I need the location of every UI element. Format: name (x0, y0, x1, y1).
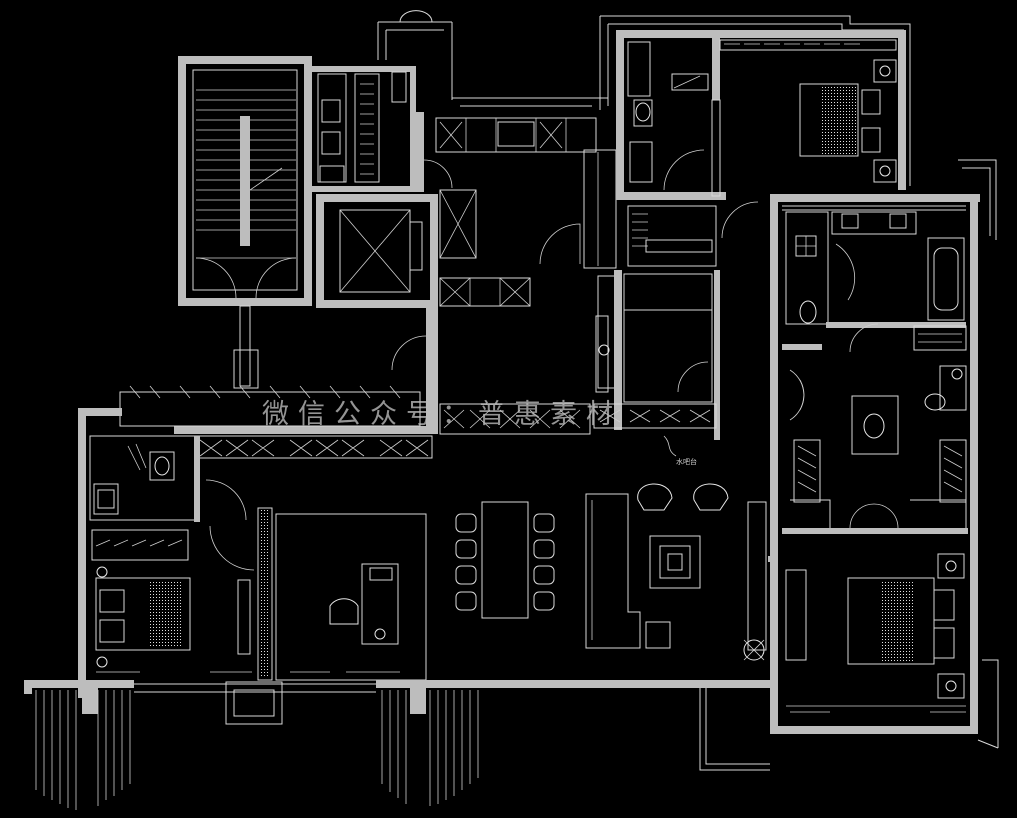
utility-room (312, 66, 416, 192)
stairwell (178, 56, 312, 389)
dining-area (455, 501, 555, 619)
central-storage (593, 270, 720, 457)
living-partition (119, 335, 591, 459)
master-bathroom (599, 15, 726, 267)
study-room (257, 507, 427, 681)
living-area (585, 483, 767, 661)
kitchen (377, 10, 617, 307)
left-bedroom-suite (78, 408, 255, 698)
right-wing (768, 159, 999, 749)
master-bedroom (711, 15, 911, 239)
balcony-railings (35, 690, 479, 810)
wet-bar-label: 水吧台 (676, 458, 697, 466)
outer-walls (24, 97, 776, 771)
